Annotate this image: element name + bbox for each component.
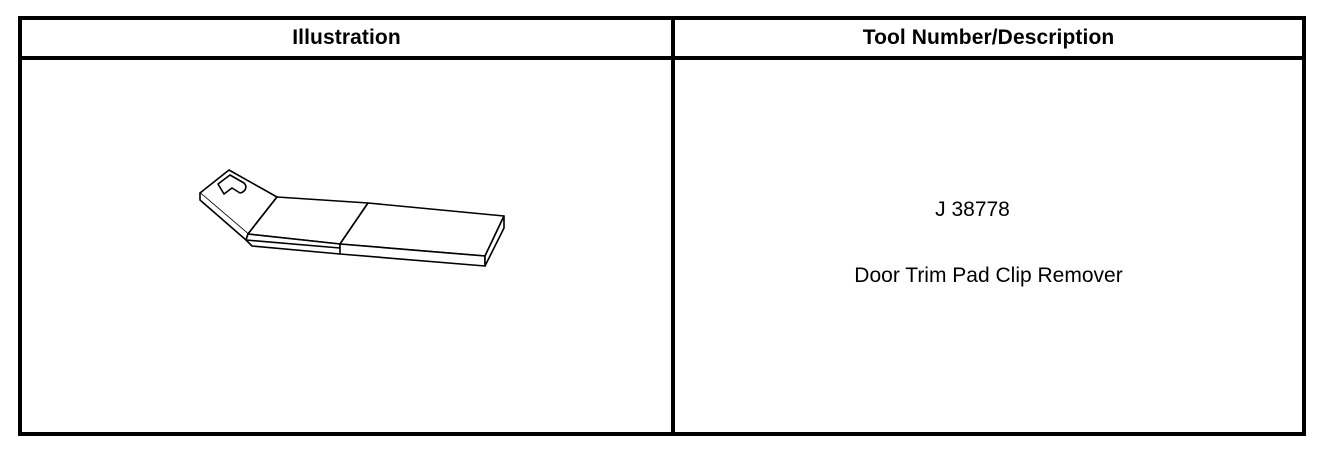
door-trim-pad-clip-remover-tool-icon xyxy=(199,169,505,267)
tool-number: J 38778 xyxy=(935,198,1010,221)
tool-table: Illustration Tool Number/Description J 3… xyxy=(18,16,1306,436)
tool-description: Door Trim Pad Clip Remover xyxy=(854,264,1123,287)
header-tool-number-description: Tool Number/Description xyxy=(675,20,1302,60)
tool-description-cell: J 38778 Door Trim Pad Clip Remover xyxy=(675,60,1302,432)
illustration-cell xyxy=(22,60,675,432)
header-illustration: Illustration xyxy=(22,20,675,60)
